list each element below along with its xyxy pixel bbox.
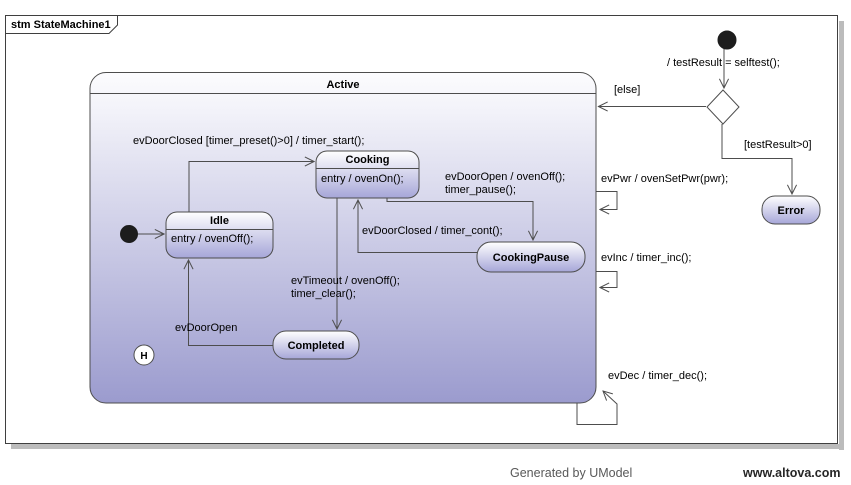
footer-website: www.altova.com: [742, 466, 840, 480]
state-completed-title: Completed: [288, 340, 345, 352]
label-door-closed-cont: evDoorClosed / timer_cont();: [362, 225, 503, 237]
history-node-icon[interactable]: H: [133, 344, 155, 366]
label-timeout-2: timer_clear();: [291, 288, 356, 300]
state-idle[interactable]: Idle entry / ovenOff();: [165, 211, 274, 259]
transition-pause-to-cooking[interactable]: [358, 200, 477, 253]
label-door-open-pause-1: evDoorOpen / ovenOff();: [445, 171, 565, 183]
state-cooking[interactable]: Cooking entry / ovenOn();: [315, 150, 420, 199]
self-transition-inc[interactable]: [596, 271, 618, 288]
state-idle-title: Idle: [210, 215, 229, 227]
label-test-result-guard: [testResult>0]: [744, 139, 812, 151]
state-idle-entry: entry / ovenOff();: [171, 233, 253, 245]
state-completed[interactable]: Completed: [272, 330, 360, 360]
state-active[interactable]: [89, 72, 597, 404]
state-cooking-entry: entry / ovenOn();: [321, 173, 404, 185]
initial-node-top-icon[interactable]: [717, 30, 737, 50]
initial-node-icon[interactable]: [120, 225, 138, 243]
choice-diamond-icon[interactable]: [706, 89, 740, 125]
label-pwr: evPwr / ovenSetPwr(pwr);: [601, 173, 728, 185]
label-door-open-pause-2: timer_pause();: [445, 184, 516, 196]
frame-shadow-right: [839, 21, 844, 450]
frame-shadow-bottom: [11, 444, 844, 449]
state-cooking-pause[interactable]: CookingPause: [476, 241, 586, 273]
label-selftest: / testResult = selftest();: [667, 57, 780, 69]
self-transition-dec[interactable]: [576, 391, 618, 425]
label-inc: evInc / timer_inc();: [601, 252, 691, 264]
state-error[interactable]: Error: [761, 195, 821, 225]
state-error-title: Error: [778, 205, 806, 217]
transition-cooking-to-pause[interactable]: [386, 198, 533, 240]
label-timeout-1: evTimeout / ovenOff();: [291, 275, 400, 287]
label-dec: evDec / timer_dec();: [608, 370, 707, 382]
footer-generated-by: Generated by UModel: [510, 466, 632, 480]
label-door-open-idle: evDoorOpen: [175, 322, 237, 334]
history-label: H: [140, 351, 147, 362]
state-cooking-pause-title: CookingPause: [493, 252, 569, 264]
label-door-closed-start: evDoorClosed [timer_preset()>0] / timer_…: [133, 135, 364, 147]
frame-title: stm StateMachine1: [11, 19, 111, 31]
self-transition-pwr[interactable]: [596, 191, 618, 210]
label-else-guard: [else]: [614, 84, 640, 96]
state-active-title: Active: [326, 79, 359, 91]
transition-idle-to-cooking[interactable]: [188, 162, 314, 213]
state-cooking-title: Cooking: [346, 154, 390, 166]
frame-title-tab: [5, 15, 118, 34]
transition-completed-to-idle[interactable]: [189, 260, 274, 346]
transition-choice-to-error[interactable]: [721, 124, 792, 194]
